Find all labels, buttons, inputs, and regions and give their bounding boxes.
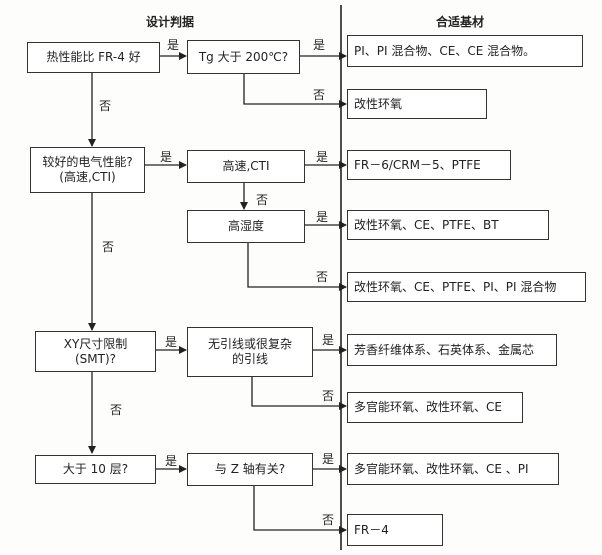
edge-no-label: 否: [99, 99, 112, 113]
edge-yes-label: 是: [316, 150, 329, 164]
material-box-2: 改性环氧: [347, 89, 487, 119]
material-box-1: PI、PI 混合物、CE、CE 混合物。: [347, 35, 583, 67]
material-box-6: 芳香纤维体系、石英体系、金属芯: [347, 334, 557, 366]
material-box-7: 多官能环氧、改性环氧、CE: [347, 392, 523, 423]
edge-yes-label: 是: [167, 38, 180, 52]
material-label-6: 芳香纤维体系、石英体系、金属芯: [354, 342, 535, 357]
decision-xy-size-line2: (SMT)?: [74, 351, 117, 366]
material-label-8: 多官能环氧、改性环氧、CE 、PI: [354, 461, 529, 476]
decision-electrical-box: 较好的电气性能? (高速,CTI): [30, 147, 145, 193]
material-label-3: FR－6/CRM－5、PTFE: [354, 157, 481, 172]
decision-xy-size-line1: XY尺寸限制: [63, 336, 128, 351]
decision-thermal-box: 热性能比 FR-4 好: [27, 42, 160, 73]
material-box-8: 多官能环氧、改性环氧、CE 、PI: [347, 453, 559, 485]
edge-yes-label: 是: [322, 452, 335, 466]
material-box-9: FR－4: [347, 514, 443, 546]
criterion-leads-line2: 的引线: [231, 352, 268, 366]
criterion-z-axis-box: 与 Z 轴有关?: [187, 453, 313, 486]
material-box-5: 改性环氧、CE、PTFE、PI、PI 混合物: [347, 272, 586, 302]
decision-electrical-line2: (高速,CTI): [59, 170, 116, 184]
edge-no-label: 否: [316, 270, 329, 284]
criterion-leads-line1: 无引线或很复杂: [207, 337, 292, 351]
material-label-2: 改性环氧: [354, 96, 403, 111]
edge-no-label: 否: [256, 193, 269, 207]
edge-yes-label: 是: [160, 150, 173, 164]
material-box-4: 改性环氧、CE、PTFE、BT: [347, 210, 549, 240]
edge-no-label: 否: [322, 389, 335, 403]
edge-yes-label: 是: [165, 335, 178, 349]
design-criteria-header: 设计判据: [146, 15, 195, 29]
criterion-highspeed-box: 高速,CTI: [187, 150, 305, 183]
edge-yes-label: 是: [313, 38, 326, 52]
criterion-leads-box: 无引线或很复杂 的引线: [187, 327, 313, 377]
edge-yes-label: 是: [316, 210, 329, 224]
criterion-tg-label: Tg 大于 200℃?: [198, 49, 289, 64]
edge-yes-label: 是: [165, 454, 178, 468]
criterion-z-axis-label: 与 Z 轴有关?: [214, 462, 286, 476]
material-label-4: 改性环氧、CE、PTFE、BT: [354, 217, 499, 232]
material-label-7: 多官能环氧、改性环氧、CE: [354, 400, 502, 414]
edge-no-label: 否: [322, 513, 335, 527]
material-label-9: FR－4: [354, 522, 389, 537]
edge-no-label: 否: [110, 403, 123, 417]
edge-no-label: 否: [102, 240, 115, 254]
criterion-humidity-label: 高湿度: [227, 219, 264, 233]
material-box-3: FR－6/CRM－5、PTFE: [347, 150, 511, 180]
criterion-humidity-box: 高湿度: [187, 210, 305, 243]
criterion-tg-box: Tg 大于 200℃?: [187, 40, 300, 74]
decision-thermal-label: 热性能比 FR-4 好: [46, 50, 141, 64]
material-label-5: 改性环氧、CE、PTFE、PI、PI 混合物: [354, 279, 557, 294]
decision-xy-size-box: XY尺寸限制 (SMT)?: [35, 331, 156, 372]
material-label-1: PI、PI 混合物、CE、CE 混合物。: [354, 43, 536, 58]
suitable-material-header: 合适基材: [436, 15, 485, 29]
decision-layers-label: 大于 10 层?: [62, 462, 129, 476]
edge-yes-label: 是: [322, 333, 335, 347]
decision-layers-box: 大于 10 层?: [35, 455, 156, 484]
decision-electrical-line1: 较好的电气性能?: [42, 155, 133, 169]
edge-no-label: 否: [313, 88, 326, 102]
criterion-highspeed-label: 高速,CTI: [222, 159, 270, 173]
